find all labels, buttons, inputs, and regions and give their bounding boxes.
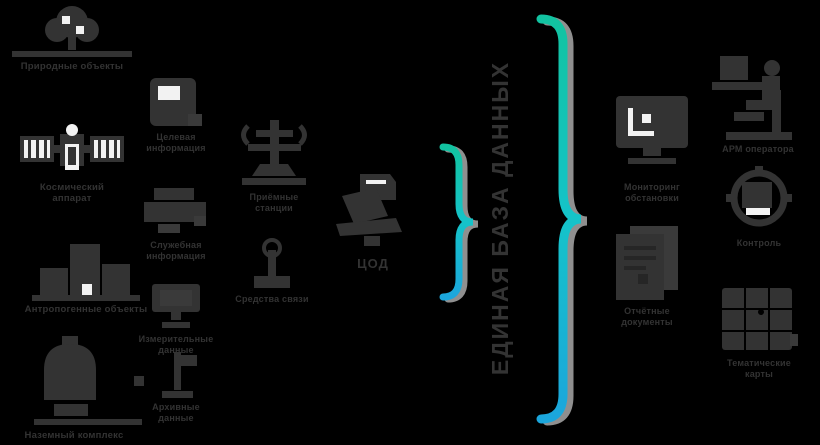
source-tree: Природные объекты xyxy=(10,4,134,72)
city-icon xyxy=(32,244,140,301)
mast-icon xyxy=(162,352,197,398)
channel-device-label: Служебная информация xyxy=(146,240,206,261)
product-documents-label: Отчётные документы xyxy=(621,306,673,327)
measuring-device-icon xyxy=(144,188,206,233)
monitor-chart-icon xyxy=(616,96,688,164)
center-computer: ЦОД xyxy=(334,174,412,271)
channel-tower: Архивные данные xyxy=(152,352,202,423)
channel-monitor-label: Измерительные данные xyxy=(138,334,214,355)
terminal-icon xyxy=(152,284,200,328)
product-documents: Отчётные документы xyxy=(608,226,686,327)
source-satellite-label: Космический аппарат xyxy=(39,182,105,205)
tree-icon xyxy=(12,6,132,57)
product-map-label: Тематические карты xyxy=(727,358,791,379)
product-gauge: Контроль xyxy=(726,166,792,248)
large-brace xyxy=(536,14,588,426)
product-map: Тематические карты xyxy=(720,286,798,379)
operator-desk-icon xyxy=(712,56,792,140)
product-operator: АРМ оператора xyxy=(712,56,804,154)
source-satellite: Космический аппарат xyxy=(16,122,128,204)
hub-vertical-title: ЕДИНАЯ БАЗА ДАННЫХ xyxy=(487,60,513,376)
document-card-icon xyxy=(150,78,202,126)
channel-device: Служебная информация xyxy=(144,188,208,261)
map-grid-icon xyxy=(722,288,798,350)
receiver-antenna-tower-label: Приёмные станции xyxy=(249,192,299,213)
channel-card: Целевая информация xyxy=(146,78,206,153)
channel-monitor: Измерительные данные xyxy=(139,284,213,355)
antenna-tower-icon xyxy=(241,120,307,185)
gauge-icon xyxy=(726,166,792,227)
source-dome-label: Наземный комплекс xyxy=(24,430,124,441)
product-operator-label: АРМ оператора xyxy=(722,144,794,154)
receiver-antenna: Средства связи xyxy=(235,238,309,304)
channel-card-label: Целевая информация xyxy=(146,132,206,153)
source-city: Антропогенные объекты xyxy=(25,240,147,315)
source-dome: Наземный комплекс xyxy=(25,336,146,441)
receiver-antenna-label: Средства связи xyxy=(235,294,309,304)
satellite-icon xyxy=(20,124,124,170)
receiver-antenna-tower: Приёмные станции xyxy=(234,120,314,213)
product-monitor: Мониторинг обстановки xyxy=(612,96,692,203)
documents-stack-icon xyxy=(616,226,678,300)
dome-station-icon xyxy=(34,336,144,425)
center-computer-label: ЦОД xyxy=(357,256,389,271)
source-tree-label: Природные объекты xyxy=(20,61,124,72)
source-city-label: Антропогенные объекты xyxy=(24,304,148,315)
computer-icon xyxy=(336,174,402,246)
antenna-icon xyxy=(254,238,290,288)
product-monitor-label: Мониторинг обстановки xyxy=(624,182,680,203)
small-brace xyxy=(439,143,479,303)
product-gauge-label: Контроль xyxy=(736,238,782,248)
channel-tower-label: Архивные данные xyxy=(152,402,200,423)
